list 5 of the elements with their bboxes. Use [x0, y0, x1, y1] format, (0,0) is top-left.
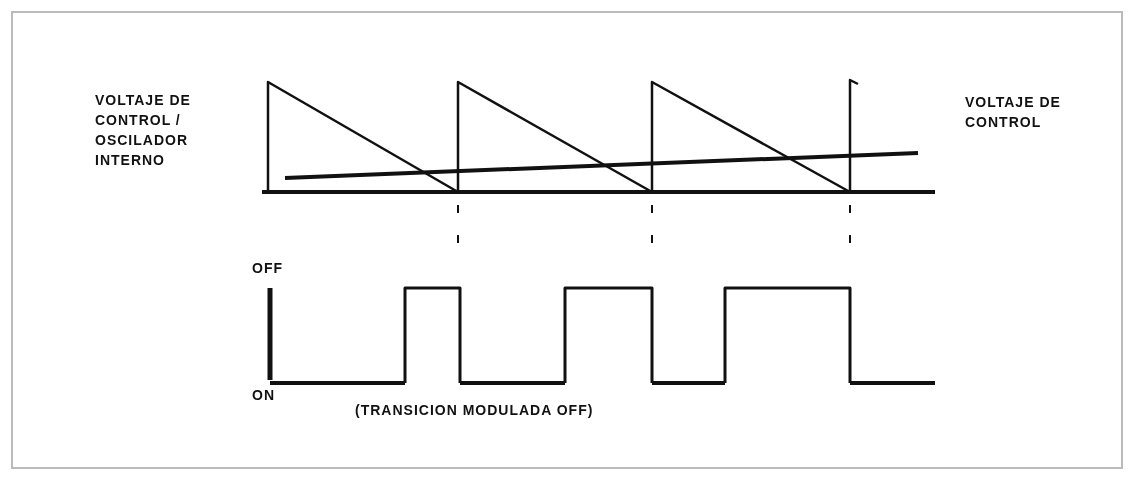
caption-text: (TRANSICION MODULADA OFF) [355, 401, 594, 420]
axis-label: ON [252, 386, 275, 405]
axis-label: VOLTAJE DE CONTROL / OSCILADOR INTERNO [95, 91, 192, 170]
signal-label: VOLTAJE DE CONTROL [965, 93, 1062, 132]
axis-label: OFF [252, 259, 283, 278]
